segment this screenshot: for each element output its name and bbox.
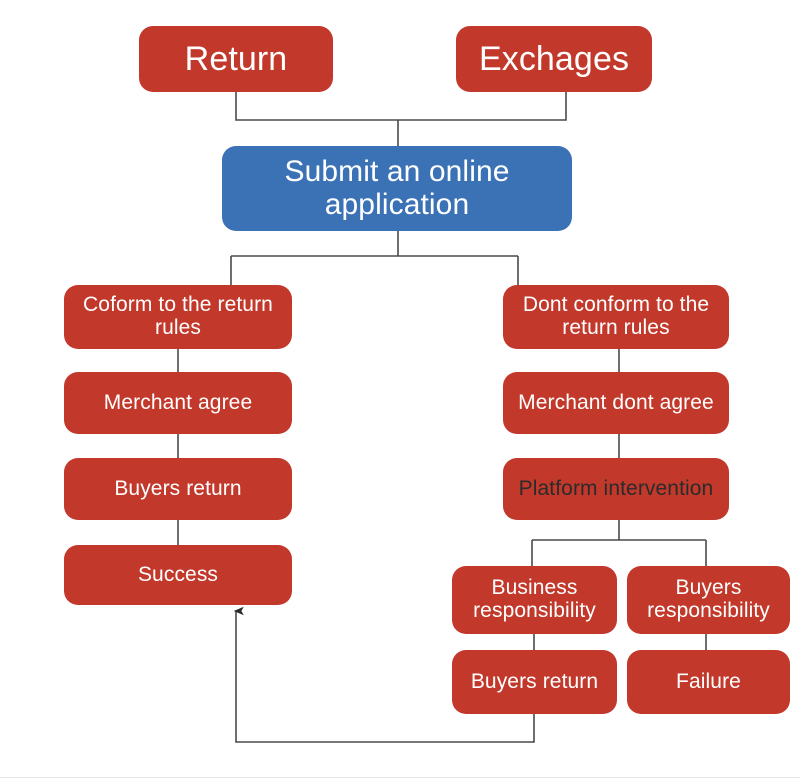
node-return-label: Return [184,39,288,78]
node-conform-to-return-rules-label: Coform to the return rules [83,293,273,339]
node-merchant-agree[interactable]: Merchant agree [64,372,292,434]
node-buyers-return-left-label: Buyers return [114,476,242,500]
node-exchanges[interactable]: Exchages [456,26,652,92]
node-return[interactable]: Return [139,26,333,92]
node-failure[interactable]: Failure [627,650,790,714]
node-buyers-responsibility[interactable]: Buyers responsibility [627,566,790,634]
node-buyers-return-left[interactable]: Buyers return [64,458,292,520]
node-merchant-dont-agree[interactable]: Merchant dont agree [503,372,729,434]
node-success-label: Success [137,562,219,586]
edge-top-merge [235,92,567,121]
node-success[interactable]: Success [64,545,292,605]
node-buyers-responsibility-label: Buyers responsibility [647,576,770,622]
node-conform-to-return-rules[interactable]: Coform to the return rules [64,285,292,349]
node-business-responsibility-label: Business responsibility [473,576,596,622]
node-platform-intervention[interactable]: Platform intervention [503,458,729,520]
node-dont-conform-to-return-rules-label: Dont conform to the return rules [522,293,710,339]
node-merchant-agree-label: Merchant agree [103,390,253,414]
node-submit-application[interactable]: Submit an online application [222,146,572,231]
node-buyers-return-right[interactable]: Buyers return [452,650,617,714]
node-merchant-dont-agree-label: Merchant dont agree [518,390,714,414]
node-submit-application-label: Submit an online application [284,155,510,221]
node-failure-label: Failure [676,669,741,693]
node-platform-intervention-label: Platform intervention [518,476,714,500]
node-exchanges-label: Exchages [478,39,630,78]
node-dont-conform-to-return-rules[interactable]: Dont conform to the return rules [503,285,729,349]
node-buyers-return-right-label: Buyers return [470,669,599,693]
node-business-responsibility[interactable]: Business responsibility [452,566,617,634]
